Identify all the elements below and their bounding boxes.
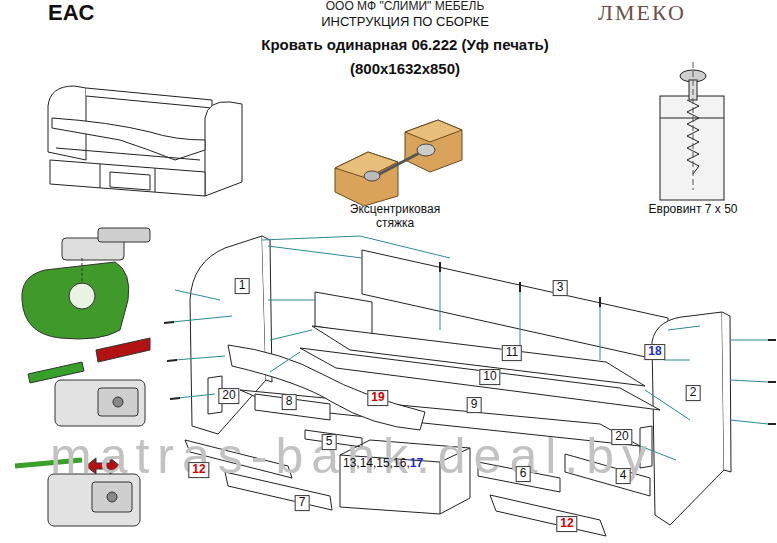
- fitting-lines: [730, 420, 768, 424]
- exploded-bed-view: [490, 495, 606, 536]
- eccentric-tie-figure: [335, 152, 398, 206]
- screw-symbols: [768, 339, 776, 341]
- eccentric-tie-figure: [335, 120, 462, 206]
- title: Кровать одинарная 06.222 (Уф печать): [261, 36, 548, 53]
- euro-screw-figure: [693, 62, 694, 190]
- callout-number: 7: [295, 495, 310, 511]
- bed-sketch: [52, 118, 205, 160]
- bed-sketch: [100, 164, 155, 192]
- fitting-lines: [175, 290, 220, 300]
- bed-sketch: [50, 160, 205, 196]
- fitting-lines: [600, 305, 601, 360]
- euro-screw-figure: [660, 96, 724, 200]
- bed-sketch: [110, 172, 150, 190]
- callout-number: 3: [553, 280, 568, 296]
- hinge-figures: [113, 397, 123, 407]
- brand-logo: ЛМЕКО: [598, 0, 686, 25]
- exploded-bed-view: [185, 236, 731, 536]
- fitting-lines: [270, 352, 300, 372]
- callout-number: 4: [616, 468, 631, 484]
- euro-screw-figure: [660, 62, 724, 200]
- callout-number: 6: [516, 466, 531, 482]
- hinge-figures: [82, 258, 83, 284]
- screw-symbols: [164, 322, 174, 323]
- fitting-lines: [440, 270, 441, 330]
- callout-number: 9: [467, 397, 482, 413]
- euro-screw-figure: [660, 118, 724, 119]
- fitting-lines: [730, 340, 768, 341]
- hinge-figures: [96, 338, 150, 362]
- fitting-name: Эксцентриковая стяжка: [335, 203, 455, 231]
- hinge-figures: [22, 262, 129, 339]
- eccentric-tie-figure: [405, 120, 462, 142]
- exploded-bed-view: [228, 345, 425, 430]
- certification-mark: EAC: [48, 0, 94, 25]
- callout-number: 19: [367, 390, 388, 406]
- screw-symbols: [439, 262, 441, 272]
- company-name: ООО МФ "СЛИМИ" МЕБЕЛЬ: [326, 0, 485, 14]
- eccentric-tie-figure: [405, 120, 462, 172]
- callout-number: 2: [686, 385, 701, 401]
- hinge-figures: [98, 388, 138, 416]
- screw-symbols: [167, 360, 177, 361]
- screw-symbols: [170, 398, 180, 399]
- callout-number: 1: [235, 278, 250, 294]
- callout-number: 20: [218, 388, 239, 404]
- screw-symbols: [768, 381, 776, 383]
- callout-number: 12: [556, 516, 577, 532]
- fitting-lines: [175, 356, 225, 360]
- bed-sketch: [205, 102, 242, 196]
- fitting-lines: [730, 380, 768, 382]
- fitting-lines: [172, 236, 768, 460]
- instruction-heading: ИНСТРУКЦИЯ ПО СБОРКЕ: [321, 15, 489, 30]
- fitting-name: Евровинт 7 х 50: [649, 203, 738, 217]
- hinge-figures: [92, 482, 132, 512]
- exploded-bed-view: [722, 312, 731, 472]
- fitting-lines: [268, 300, 315, 301]
- screw-symbols: [519, 282, 521, 292]
- fitting-lines: [645, 390, 690, 420]
- eccentric-tie-figure: [417, 144, 435, 156]
- fitting-lines: [268, 246, 362, 258]
- hinge-figures: [69, 283, 95, 309]
- callout-number: 12: [188, 462, 209, 478]
- bed-sketch: [56, 148, 200, 160]
- fitting-lines: [270, 330, 312, 340]
- callout-number: 11: [502, 345, 522, 361]
- callout-number: 8: [282, 394, 297, 410]
- fitting-lines: [664, 360, 690, 361]
- screw-symbols: [768, 423, 776, 425]
- fitting-lines: [262, 236, 450, 258]
- callout-number: 18: [644, 344, 665, 360]
- hinge-figures: [107, 492, 117, 502]
- bed-sketch: [48, 86, 242, 196]
- callout-number: 13,14,15,16,: [343, 457, 410, 471]
- hinge-figures: [55, 380, 145, 426]
- hinge-figures: [98, 228, 150, 242]
- fitting-lines: [172, 316, 232, 322]
- fitting-lines: [178, 394, 215, 398]
- screw-symbols: [599, 297, 601, 307]
- fitting-lines: [668, 326, 700, 330]
- callout-number: 20: [611, 429, 632, 445]
- eccentric-tie-figure: [364, 171, 380, 181]
- callout-number: 5: [322, 434, 337, 450]
- screw-symbols: [164, 262, 776, 424]
- eccentric-tie-figure: [372, 150, 425, 178]
- bed-sketch: [86, 88, 212, 108]
- exploded-bed-view: [255, 394, 330, 420]
- fitting-lines: [520, 290, 521, 350]
- callout-number: 17: [410, 457, 423, 471]
- callout-number: 10: [479, 369, 500, 385]
- dimensions: (800x1632x850): [350, 60, 460, 77]
